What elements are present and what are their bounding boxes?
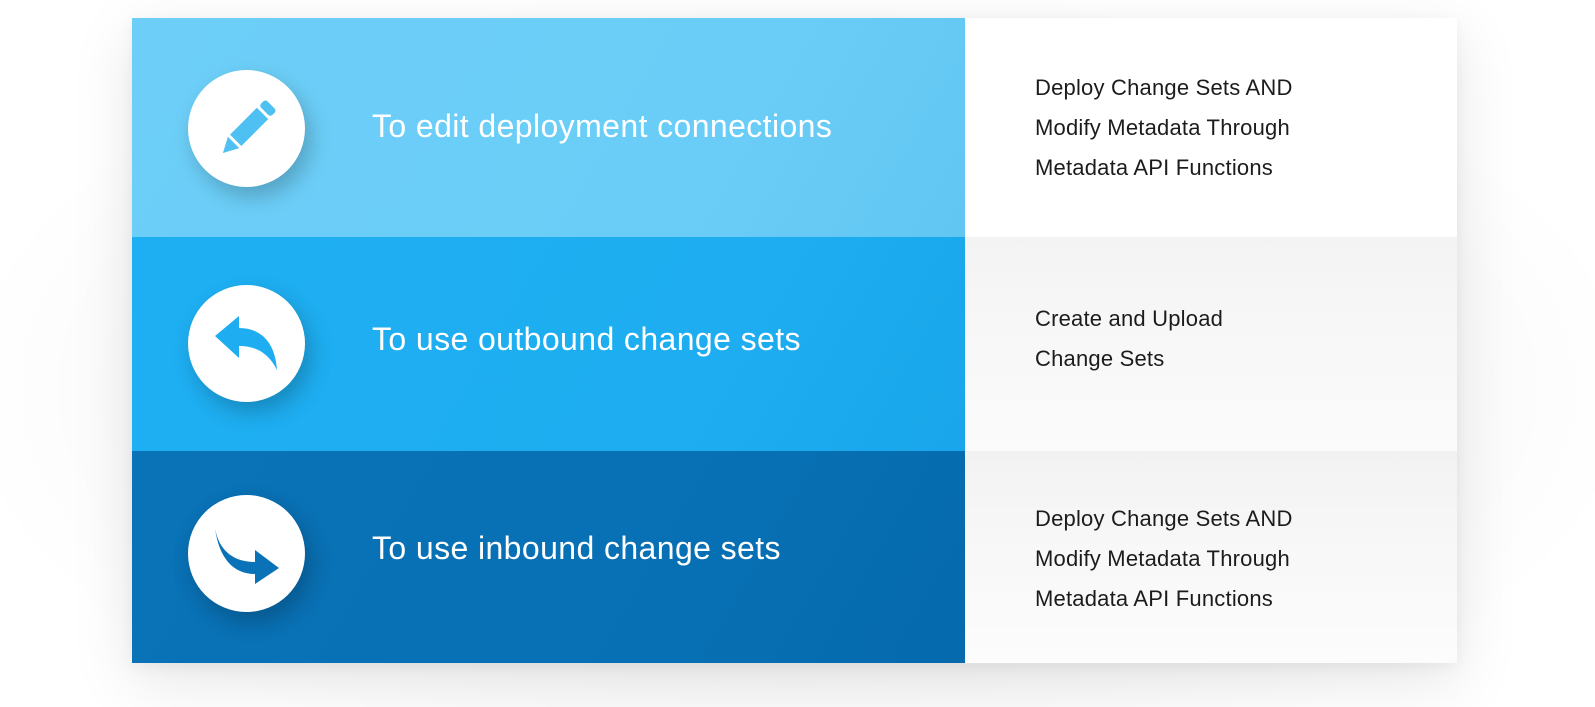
description-line: Deploy Change Sets AND (1035, 75, 1293, 100)
permission-row-outbound-change-sets: To use outbound change sets Create and U… (132, 237, 1457, 451)
permission-description: Deploy Change Sets AND Modify Metadata T… (1035, 68, 1293, 188)
description-line: Create and Upload (1035, 306, 1224, 331)
permission-label: To use outbound change sets (372, 321, 801, 357)
permission-row-edit-connections: To edit deployment connections Deploy Ch… (132, 18, 1457, 237)
description-line: Change Sets (1035, 346, 1165, 371)
forward-arrow-icon (188, 495, 305, 612)
description-line: Metadata API Functions (1035, 586, 1273, 611)
description-line: Deploy Change Sets AND (1035, 506, 1293, 531)
description-line: Metadata API Functions (1035, 155, 1273, 180)
permission-description: Deploy Change Sets AND Modify Metadata T… (1035, 499, 1293, 619)
permission-band: To use inbound change sets (132, 451, 965, 663)
permission-band: To edit deployment connections (132, 18, 965, 237)
permission-band: To use outbound change sets (132, 237, 965, 451)
permission-label: To use inbound change sets (372, 530, 781, 566)
description-line: Modify Metadata Through (1035, 115, 1290, 140)
permission-label: To edit deployment connections (372, 108, 833, 144)
reply-arrow-icon (188, 285, 305, 402)
permission-description-cell: Create and Upload Change Sets (965, 237, 1457, 451)
permission-row-inbound-change-sets: To use inbound change sets Deploy Change… (132, 451, 1457, 663)
permission-description-cell: Deploy Change Sets AND Modify Metadata T… (965, 18, 1457, 237)
permissions-diagram: To edit deployment connections Deploy Ch… (132, 18, 1457, 663)
pencil-icon (188, 70, 305, 187)
permission-description-cell: Deploy Change Sets AND Modify Metadata T… (965, 451, 1457, 663)
permission-description: Create and Upload Change Sets (1035, 299, 1223, 379)
description-line: Modify Metadata Through (1035, 546, 1290, 571)
